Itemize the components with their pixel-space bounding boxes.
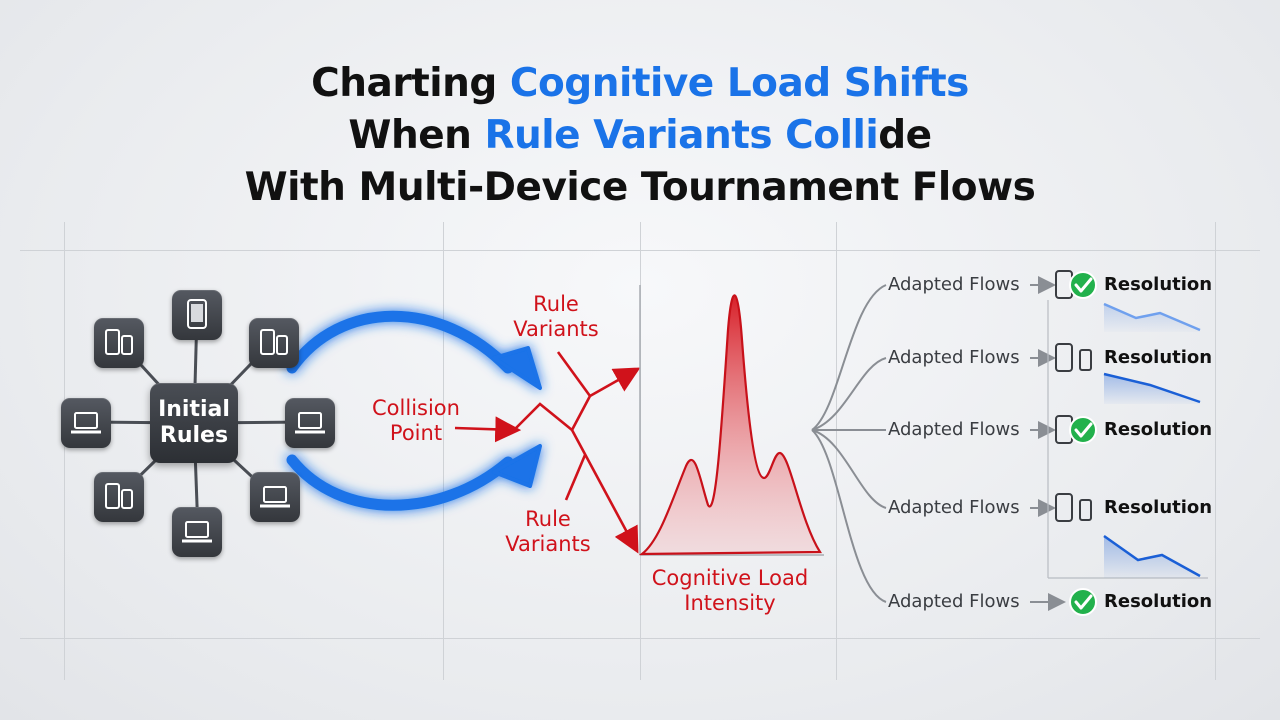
laptop-icon — [71, 412, 101, 434]
resolution-label: Resolution — [1104, 497, 1213, 518]
grid-line — [836, 222, 837, 680]
title-line-2: When Rule Variants Collide — [348, 113, 932, 158]
trend-line-2 — [1103, 372, 1201, 404]
phone-pair-icon — [105, 483, 133, 509]
trend-line-3 — [1103, 534, 1201, 578]
trend-sparkline-1 — [1104, 304, 1200, 332]
tablet-icon — [187, 299, 207, 329]
intensity-area — [638, 294, 822, 556]
resolution-label: Resolution — [1104, 347, 1213, 368]
rule-variants-bottom-label: Rule Variants — [505, 507, 591, 556]
trend-sparkline-2 — [1104, 374, 1200, 404]
adapted-flows-label: Adapted Flows — [888, 497, 1020, 518]
adapted-flows-label: Adapted Flows — [888, 347, 1020, 368]
grid-line — [64, 222, 65, 680]
flow-connectors — [811, 276, 1066, 611]
phone-pair-icon — [105, 329, 133, 355]
laptop-node — [61, 398, 111, 448]
collision-lines — [454, 351, 641, 554]
resolution-label: Resolution — [1104, 591, 1213, 612]
rule-variants-top-label: Rule Variants — [513, 292, 599, 341]
title-highlight-1: Cognitive Load Shifts — [509, 61, 969, 106]
trend-line-1 — [1103, 302, 1201, 332]
grid-line — [1215, 222, 1216, 680]
laptop-icon — [260, 486, 290, 508]
resolution-label: Resolution — [1104, 419, 1213, 440]
phone-pair-node — [94, 318, 144, 368]
collision-point-label: Collision Point — [372, 396, 460, 445]
trend-panel — [1047, 300, 1208, 579]
check-icon — [1069, 271, 1097, 616]
cognitive-load-chart — [638, 285, 824, 556]
page-title: Charting Cognitive Load Shifts When Rule… — [0, 58, 1280, 214]
phone-pair-node — [249, 318, 299, 368]
trend-sparkline-3 — [1104, 536, 1200, 578]
laptop-icon — [295, 412, 325, 434]
adapted-flows-label: Adapted Flows — [888, 419, 1020, 440]
title-line-3: With Multi-Device Tournament Flows — [244, 165, 1036, 210]
adapted-flows-label: Adapted Flows — [888, 591, 1020, 612]
grid-line — [443, 222, 444, 680]
laptop-icon — [182, 521, 212, 543]
resolution-label: Resolution — [1104, 274, 1213, 295]
tablet-node — [172, 290, 222, 340]
adapted-flows-label: Adapted Flows — [888, 274, 1020, 295]
laptop-node — [285, 398, 335, 448]
title-highlight-2: Rule Variants Colli — [484, 113, 879, 158]
cognitive-load-intensity-label: Cognitive Load Intensity — [651, 566, 809, 615]
laptop-node — [250, 472, 300, 522]
blue-flow-arrows — [286, 310, 542, 511]
phone-pair-icon — [260, 329, 288, 355]
phone-icon — [1055, 270, 1092, 522]
initial-rules-hub: Initial Rules — [150, 383, 238, 463]
phone-pair-node — [94, 472, 144, 522]
title-line-1: Charting Cognitive Load Shifts — [311, 61, 969, 106]
laptop-node — [172, 507, 222, 557]
